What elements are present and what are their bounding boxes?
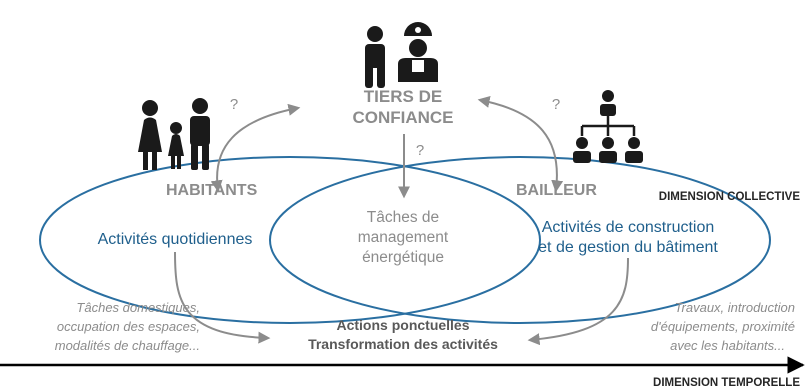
left-note-line1: Tâches domestiques, [76,300,200,315]
arrow-bottom-left [174,251,271,344]
arrow-top-right [477,96,564,193]
center-line2: management [358,229,449,246]
person-icon [365,26,385,88]
center-line1: Tâches de [367,209,439,226]
right-note-line1: Travaux, introduction [675,300,795,315]
right-note-line3: avec les habitants... [670,338,785,353]
right-note-line2: d'équipements, proximité [651,319,795,334]
left-note-line2: occupation des espaces, [57,319,200,334]
question-mark-left: ? [230,96,238,113]
left-note-line3: modalités de chauffage... [55,338,200,353]
bailleur-title: BAILLEUR [516,182,597,199]
arrow-top-left [210,103,301,193]
org-chart-icon [573,90,643,163]
bottom-center-line2: Transformation des activités [308,336,498,352]
tiers-title-line1: TIERS DE [364,87,442,106]
question-mark-middle: ? [416,142,424,159]
family-icon [138,98,210,170]
bottom-center-line1: Actions ponctuelles [336,317,469,333]
bailleur-activity-line2: et de gestion du bâtiment [538,239,718,256]
dimension-temporelle-label: DIMENSION TEMPORELLE [653,377,800,389]
bailleur-activity-line1: Activités de construction [542,219,715,236]
dimension-collective-label: DIMENSION COLLECTIVE [659,191,801,203]
habitants-activity: Activités quotidiennes [98,231,253,248]
center-line3: énergétique [362,249,444,266]
tiers-title-line2: CONFIANCE [352,108,453,127]
worker-icon [398,22,438,82]
arrow-bottom-right [527,257,629,346]
habitants-title: HABITANTS [166,182,258,199]
question-mark-right: ? [552,96,560,113]
